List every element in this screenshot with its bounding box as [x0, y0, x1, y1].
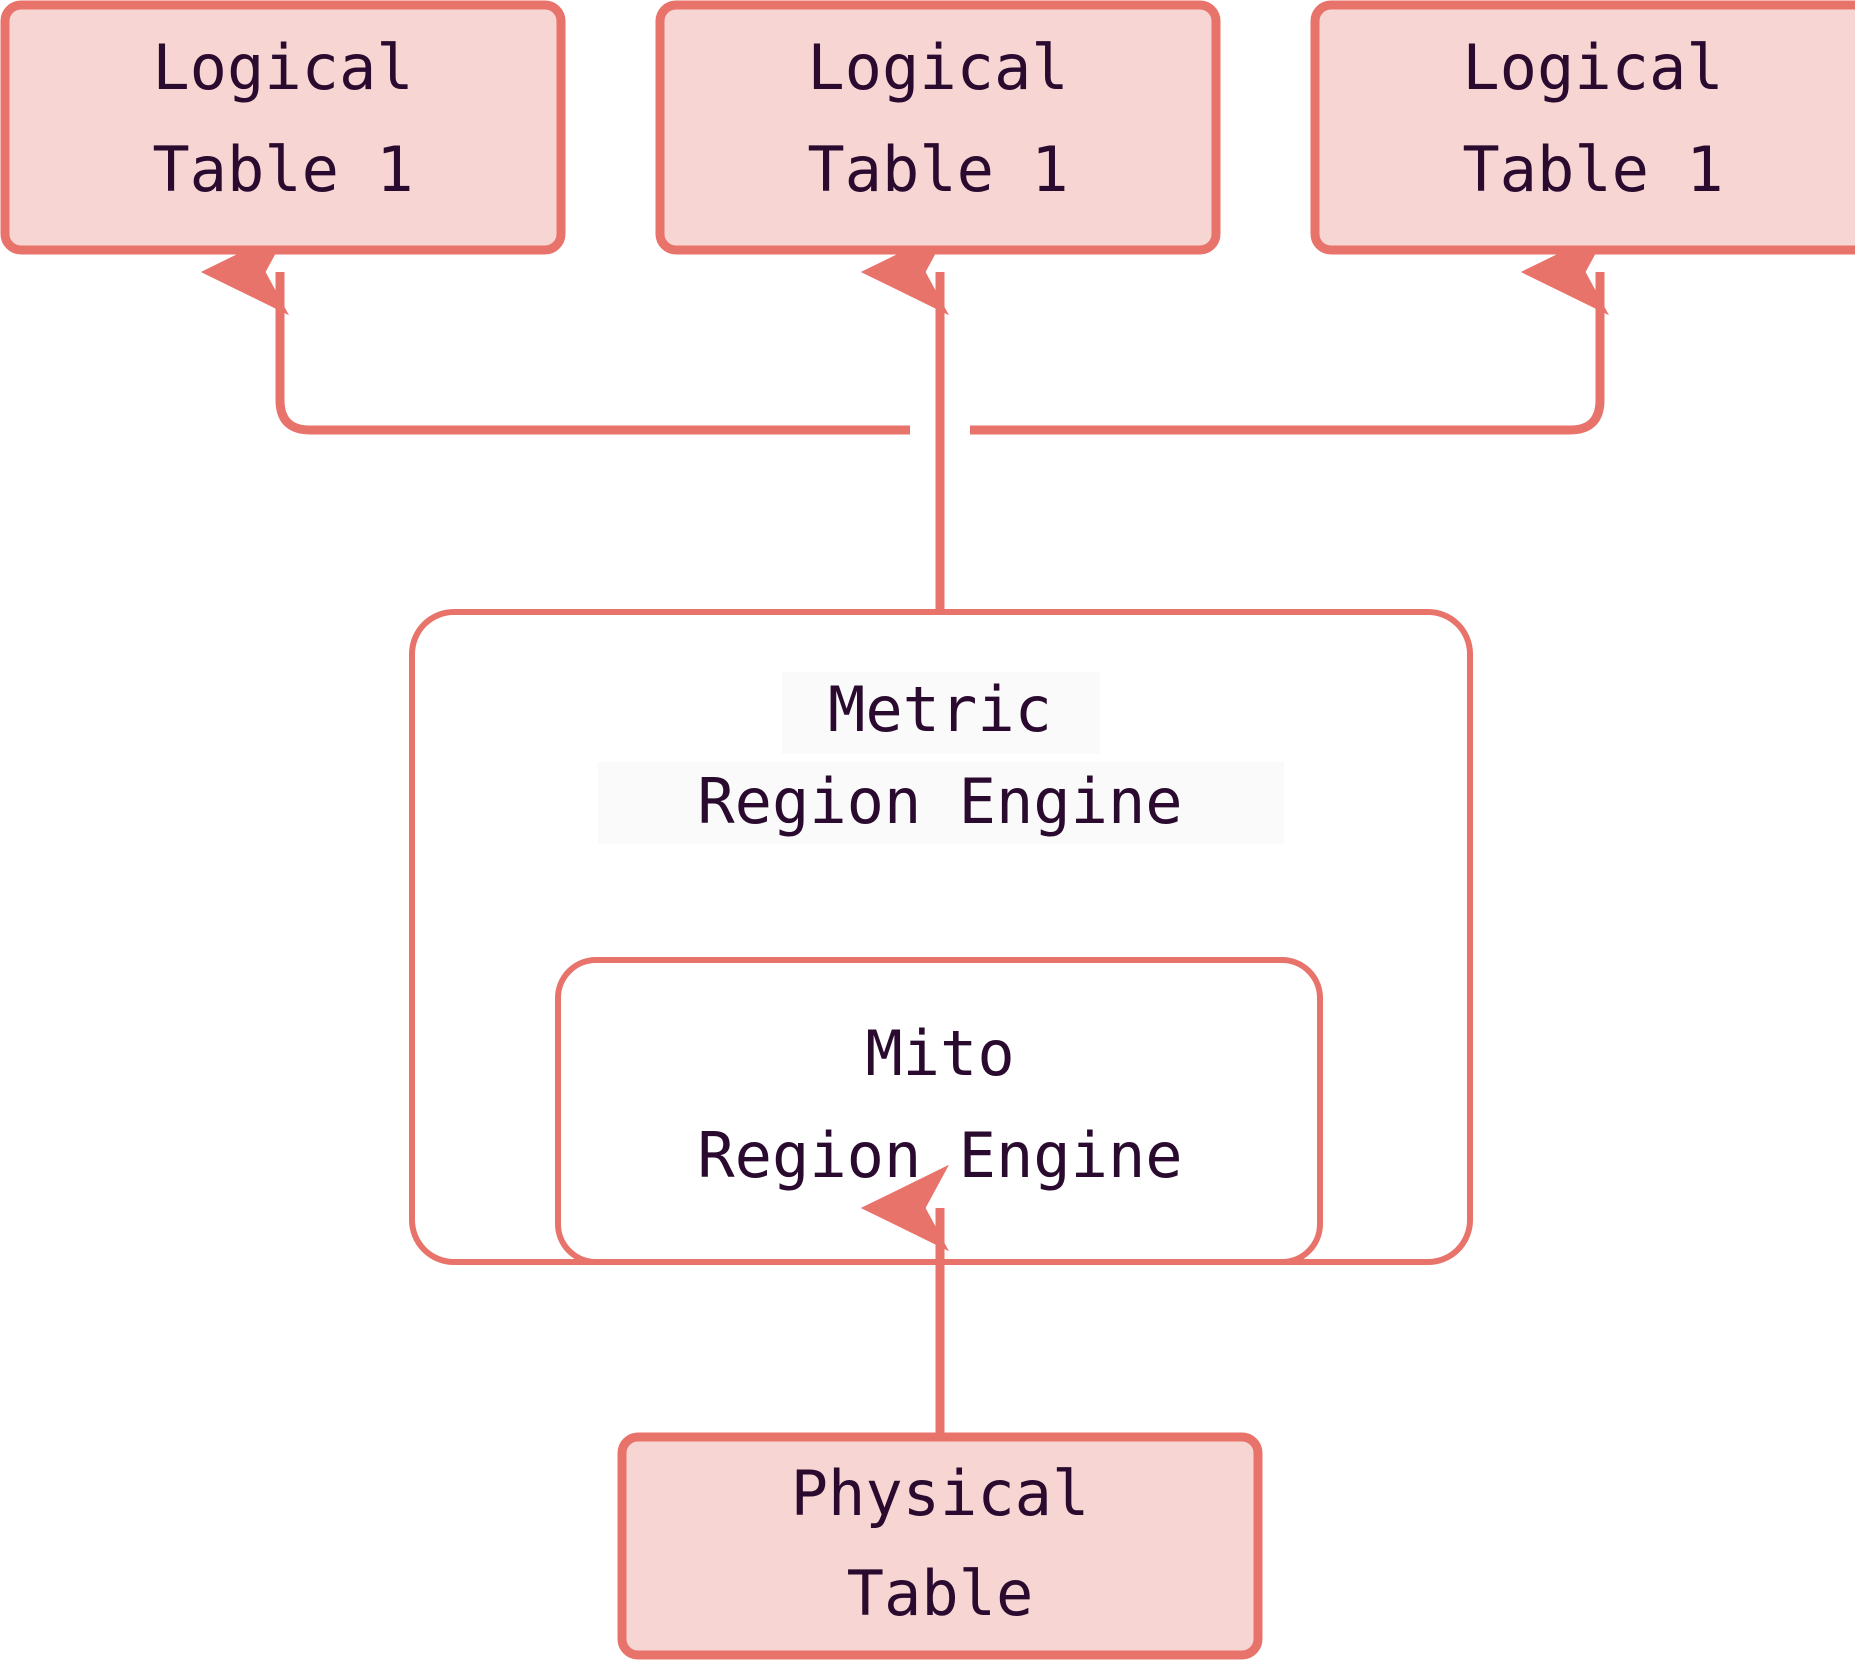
metric-region-engine-label-line2: Region Engine: [697, 765, 1182, 838]
connector-to-logical-table-1: [200, 228, 910, 435]
logical-table-3-label-line1: Logical: [1462, 31, 1723, 104]
logical-table-1-label-line1: Logical: [152, 31, 413, 104]
connector-to-logical-table-3: [970, 228, 1610, 435]
logical-table-1-label-line2: Table 1: [152, 133, 413, 206]
logical-table-1-rect[interactable]: [0, 0, 566, 255]
connector-group-logical: [200, 228, 1610, 612]
logical-table-box-3[interactable]: Logical Table 1: [1310, 0, 1855, 255]
mito-region-engine-label-line2: Region Engine: [697, 1119, 1182, 1192]
metric-label-halo-line2: [598, 762, 1284, 844]
logical-table-2-label-line2: Table 1: [807, 133, 1068, 206]
logical-table-box-1[interactable]: Logical Table 1: [0, 0, 566, 255]
logical-table-3-rect[interactable]: [1310, 0, 1855, 255]
physical-table-rect[interactable]: [617, 1432, 1263, 1660]
logical-table-2-label-line1: Logical: [807, 31, 1068, 104]
metric-region-engine-label-line1: Metric: [828, 673, 1052, 746]
logical-table-3-label-line2: Table 1: [1462, 133, 1723, 206]
metric-label-halo-line1: [782, 672, 1100, 754]
logical-table-2-rect[interactable]: [655, 0, 1221, 255]
physical-table-box[interactable]: Physical Table: [617, 1432, 1263, 1660]
physical-table-label-line2: Table: [847, 1557, 1034, 1630]
logical-table-box-2[interactable]: Logical Table 1: [655, 0, 1221, 255]
mito-region-engine-label-line1: Mito: [865, 1017, 1014, 1090]
physical-table-label-line1: Physical: [791, 1457, 1090, 1530]
